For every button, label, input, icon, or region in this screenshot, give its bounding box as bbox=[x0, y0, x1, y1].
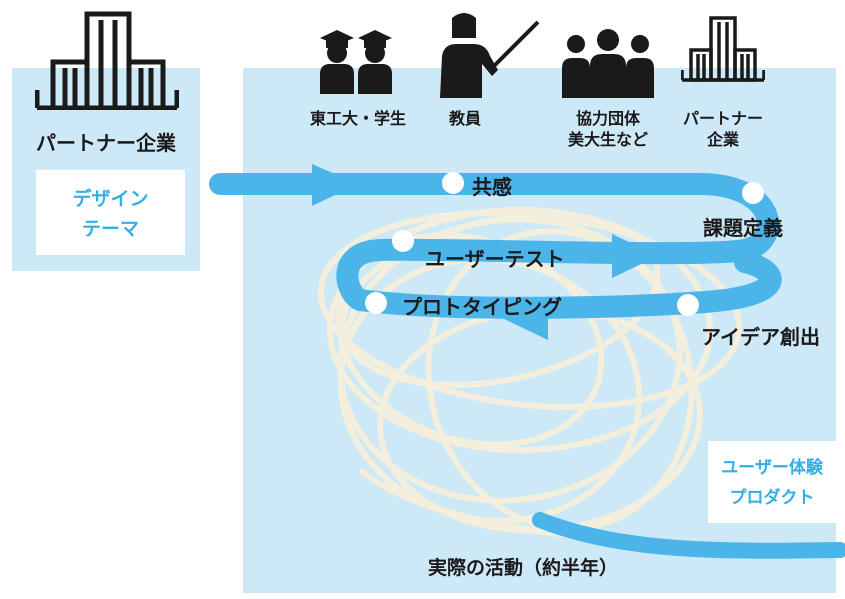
stage-nodes bbox=[365, 172, 764, 316]
design-theme-box: デザイン テーマ bbox=[36, 170, 185, 255]
flow-path bbox=[209, 173, 782, 319]
building-icon bbox=[681, 16, 765, 82]
building-icon bbox=[35, 11, 179, 110]
output-line2: プロダクト bbox=[729, 488, 815, 508]
group-icon bbox=[562, 29, 654, 98]
stage-problem-definition: 課題定義 bbox=[703, 216, 783, 240]
stage-prototyping: プロトタイピング bbox=[402, 295, 562, 319]
teacher-icon bbox=[440, 13, 540, 98]
output-box: ユーザー体験 プロダクト bbox=[708, 441, 836, 523]
design-theme-line2: テーマ bbox=[81, 218, 139, 240]
output-line1: ユーザー体験 bbox=[721, 458, 823, 478]
actor-line: パートナー bbox=[682, 109, 763, 128]
design-theme-line1: デザイン bbox=[72, 188, 149, 210]
actor-label-group: 協力団体 美大生など bbox=[552, 108, 664, 150]
activity-caption: 実際の活動（約半年） bbox=[428, 557, 619, 579]
students-icon bbox=[320, 30, 392, 94]
actor-label-students: 東工大・学生 bbox=[292, 108, 424, 129]
flow-arrowheads bbox=[312, 164, 658, 340]
actor-label-partner: パートナー 企業 bbox=[670, 108, 776, 150]
actor-label-teacher: 教員 bbox=[430, 108, 500, 129]
actor-line: 企業 bbox=[706, 130, 739, 149]
stage-empathy: 共感 bbox=[472, 175, 512, 199]
actor-line: 東工大・学生 bbox=[309, 109, 406, 128]
actor-line: 教員 bbox=[448, 109, 481, 128]
output-flow bbox=[532, 512, 845, 559]
actor-line: 協力団体 bbox=[575, 109, 640, 128]
actor-line: 美大生など bbox=[567, 130, 648, 149]
partner-label: パートナー企業 bbox=[36, 131, 176, 155]
stage-ideation: アイデア創出 bbox=[701, 325, 820, 349]
stage-user-test: ユーザーテスト bbox=[425, 247, 565, 271]
